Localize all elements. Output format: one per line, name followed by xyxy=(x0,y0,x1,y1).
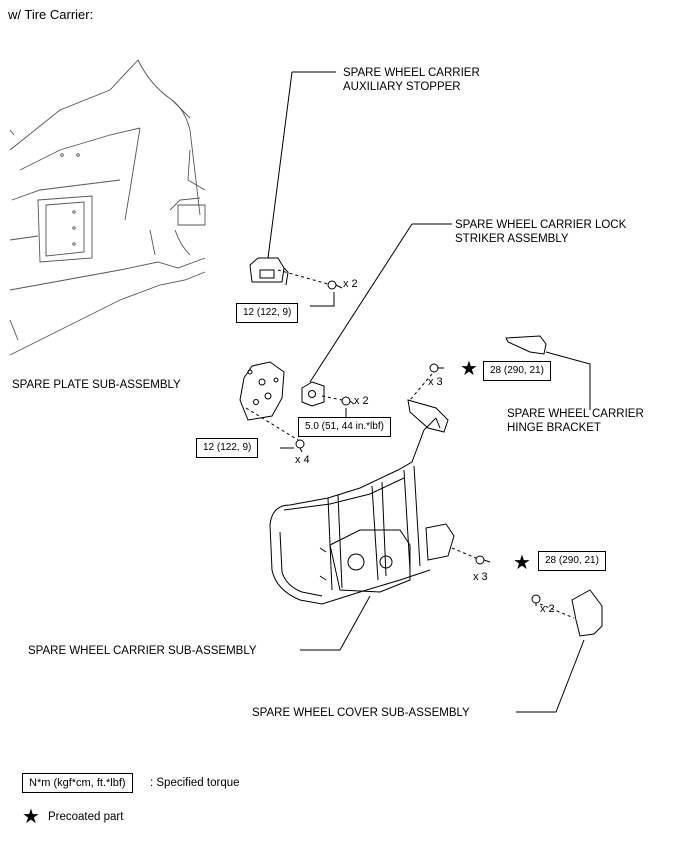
lock-striker-part xyxy=(301,381,325,407)
carrier-leader xyxy=(300,595,371,651)
striker-leader xyxy=(309,223,452,383)
hinge-side-qty: x 3 xyxy=(473,571,488,583)
spare-plate-label: SPARE PLATE SUB-ASSEMBLY xyxy=(12,379,181,391)
hinge-top-torque-box: 28 (290, 21) xyxy=(483,361,551,381)
precoat-star-icon: ★ xyxy=(513,552,531,574)
spare-plate-part xyxy=(239,361,285,421)
hinge-leader xyxy=(545,351,591,410)
lock-striker-label-line1: SPARE WHEEL CARRIER LOCK xyxy=(455,219,627,231)
striker-torque-box: 5.0 (51, 44 in.*lbf) xyxy=(298,417,391,437)
lock-striker-label-line2: STRIKER ASSEMBLY xyxy=(455,233,569,245)
aux-stopper-bolt xyxy=(327,280,343,290)
hinge-side-torque-box: 28 (290, 21) xyxy=(538,551,606,571)
precoat-star-icon: ★ xyxy=(460,358,478,380)
aux-stopper-torque-box: 12 (122, 9) xyxy=(236,303,299,323)
aux-stopper-label-line2: AUXILIARY STOPPER xyxy=(343,81,461,93)
hinge-bracket-label-line1: SPARE WHEEL CARRIER xyxy=(507,408,644,420)
cover-nut xyxy=(531,594,541,606)
spare-plate-qty: x 4 xyxy=(295,454,310,466)
carrier-label: SPARE WHEEL CARRIER SUB-ASSEMBLY xyxy=(28,645,257,657)
hinge-side-bolt xyxy=(475,555,491,565)
legend-torque-box: N*m (kgf*cm, ft.*lbf) xyxy=(22,773,133,793)
spare-plate-bolt xyxy=(295,439,305,453)
aux-stopper-dash xyxy=(277,269,329,285)
hinge-top-bolt xyxy=(429,363,444,373)
legend-star-icon: ★ xyxy=(22,806,40,828)
hinge-bracket-part xyxy=(505,335,547,355)
aux-stopper-label: SPARE WHEEL CARRIER AUXILIARY STOPPER xyxy=(343,66,480,94)
aux-stopper-part xyxy=(249,257,289,286)
striker-bolt xyxy=(341,396,355,406)
spare-plate-torque-box: 12 (122, 9) xyxy=(196,438,259,458)
cover-part xyxy=(571,589,603,637)
hinge-bracket-label: SPARE WHEEL CARRIER HINGE BRACKET xyxy=(507,407,644,435)
hinge-bracket-label-line2: HINGE BRACKET xyxy=(507,422,601,434)
page-title: w/ Tire Carrier: xyxy=(8,7,94,22)
aux-stopper-label-line1: SPARE WHEEL CARRIER xyxy=(343,67,480,79)
legend-torque-desc: : Specified torque xyxy=(150,777,240,789)
cover-qty: x 2 xyxy=(540,603,555,615)
carrier-frame-part xyxy=(269,399,455,605)
hinge-top-qty: x 3 xyxy=(428,376,443,388)
legend-precoat-desc: Precoated part xyxy=(48,811,124,823)
striker-qty: x 2 xyxy=(354,395,369,407)
aux-stopper-qty: x 2 xyxy=(343,278,358,290)
vehicle-rear-outline xyxy=(9,59,206,356)
lock-striker-label: SPARE WHEEL CARRIER LOCK STRIKER ASSEMBL… xyxy=(455,218,626,246)
aux-torque-leader xyxy=(310,292,335,307)
aux-stopper-leader xyxy=(267,71,336,259)
cover-label: SPARE WHEEL COVER SUB-ASSEMBLY xyxy=(252,707,470,719)
cover-leader xyxy=(516,639,585,713)
